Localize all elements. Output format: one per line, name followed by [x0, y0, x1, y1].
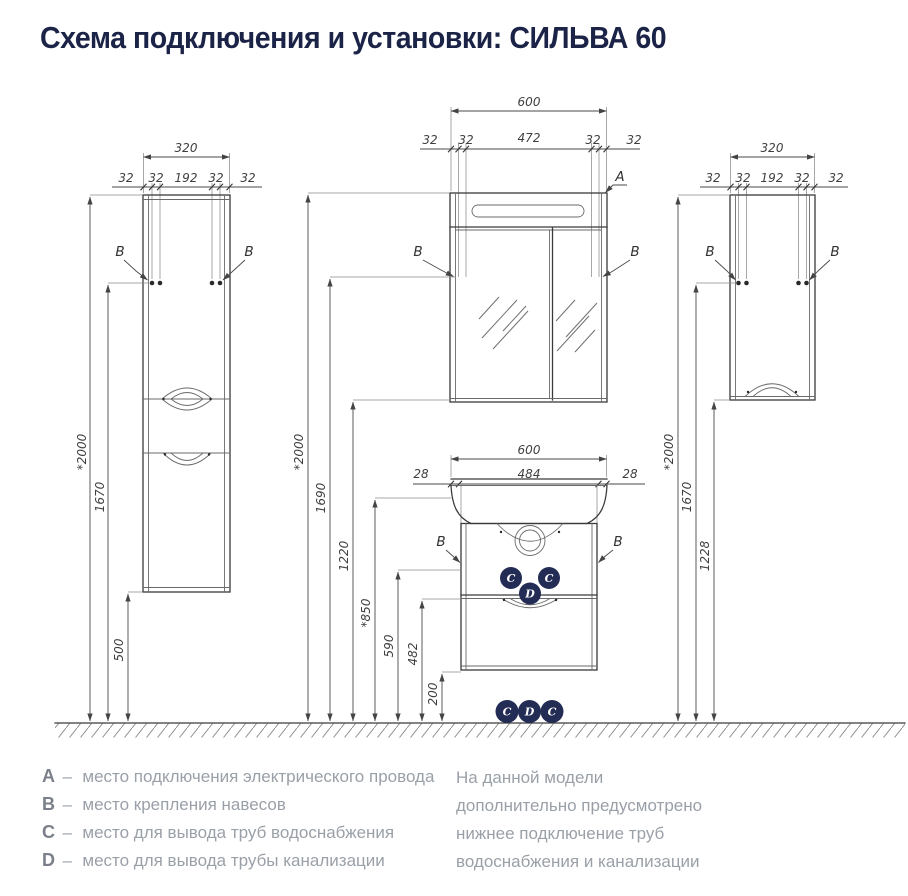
note-line-3: нижнее подключение труб — [456, 824, 665, 843]
dim-right-seg-1: 32 — [735, 171, 750, 185]
dim-right-seg-3: 32 — [794, 171, 809, 185]
dim-left-seg-1: 32 — [148, 171, 163, 185]
callout-left-b1: B — [115, 244, 124, 260]
dim-left-h500: 500 — [112, 638, 126, 661]
dim-left-width-total: 320 — [175, 141, 198, 155]
svg-text:C: C — [503, 706, 512, 719]
floor-connection-badges: C D C — [495, 700, 564, 723]
callout-vanity-b1: B — [436, 534, 445, 550]
dim-center-2000: *2000 — [292, 433, 306, 470]
dim-vanity-width-total: 600 — [518, 443, 541, 457]
left-cabinet-view: 320 32 32 192 32 32 — [75, 141, 262, 722]
note-line-1: На данной модели — [456, 768, 604, 787]
callout-right-b2: B — [830, 244, 839, 260]
note-line-2: дополнительно предусмотрено — [456, 796, 703, 815]
dim-right-seg-2: 192 — [761, 171, 784, 185]
callout-mirror-b1: B — [413, 244, 422, 260]
callout-mirror-a: A — [614, 169, 624, 185]
dim-right-width-total: 320 — [761, 141, 784, 155]
badge-floor-drain: D — [518, 700, 541, 723]
bottom-connection-note: На данной модели дополнительно предусмот… — [456, 764, 702, 876]
dim-center-482: 482 — [406, 643, 420, 666]
dim-left-seg-0: 32 — [118, 171, 133, 185]
legend-key-c: C — [42, 822, 55, 842]
legend-key-d: D — [42, 850, 55, 870]
page-title: Схема подключения и установки: СИЛЬВА 60 — [40, 20, 667, 55]
dim-right-h1228: 1228 — [698, 540, 712, 571]
callout-left-b2: B — [244, 244, 253, 260]
dim-mirror-seg-0: 32 — [422, 133, 437, 147]
dim-vanity-seg-0: 28 — [413, 467, 429, 481]
legend-sep: – — [62, 823, 72, 842]
floor-line — [54, 722, 906, 738]
installation-diagram: 320 32 32 192 32 32 — [54, 95, 906, 738]
dim-left-h1670: 1670 — [93, 481, 107, 512]
svg-text:D: D — [524, 706, 535, 719]
legend-text-a: место подключения электрического провода — [82, 767, 435, 786]
svg-text:D: D — [524, 588, 535, 601]
dim-right-seg-4: 32 — [828, 171, 843, 185]
callout-right-b1: B — [705, 244, 714, 260]
dim-center-850: *850 — [359, 598, 373, 627]
dim-left-seg-3: 32 — [208, 171, 223, 185]
legend-text-d: место для вывода трубы канализации — [82, 851, 385, 870]
center-vertical-dimensions: *2000 1690 1220 *850 590 482 200 — [292, 192, 461, 722]
svg-text:C: C — [507, 572, 516, 585]
legend-text-b: место крепления навесов — [82, 795, 286, 814]
svg-text:C: C — [545, 572, 554, 585]
badge-water-right: C — [538, 567, 560, 589]
svg-text:C: C — [548, 706, 557, 719]
legend-text-c: место для вывода труб водоснабжения — [82, 823, 395, 842]
dim-mirror-width-total: 600 — [518, 95, 541, 109]
legend-sep: – — [62, 767, 72, 786]
dim-center-590: 590 — [382, 634, 396, 657]
legend-item-b: B – место крепления навесов — [42, 790, 434, 818]
legend-key-a: A — [42, 766, 55, 786]
legend-sep: – — [62, 795, 72, 814]
dim-vanity-seg-1: 484 — [518, 467, 541, 481]
legend-item-d: D – место для вывода трубы канализации — [42, 846, 434, 874]
callout-vanity-b2: B — [613, 534, 622, 550]
mirror-cabinet-view: 600 32 32 472 32 32 — [413, 95, 642, 403]
dim-mirror-seg-1: 32 — [458, 133, 473, 147]
badge-drain-center: D — [519, 582, 541, 605]
callout-mirror-b2: B — [630, 244, 639, 260]
dim-vanity-seg-2: 28 — [622, 467, 638, 481]
dim-right-h1670: 1670 — [680, 481, 694, 512]
badge-floor-water-left: C — [495, 700, 519, 723]
dim-center-1220: 1220 — [337, 540, 351, 571]
dim-left-h2000: *2000 — [75, 433, 89, 470]
dim-right-h2000: *2000 — [662, 433, 676, 470]
dim-mirror-seg-3: 32 — [585, 133, 600, 147]
dim-right-seg-0: 32 — [705, 171, 720, 185]
note-line-4: водоснабжения и канализации — [456, 852, 700, 871]
dim-mirror-seg-4: 32 — [626, 133, 641, 147]
dim-left-seg-4: 32 — [240, 171, 255, 185]
dim-mirror-seg-2: 472 — [518, 131, 541, 145]
right-cabinet-view: 320 32 32 192 32 32 — [662, 141, 848, 722]
vanity-unit-view: 600 28 484 28 — [413, 443, 645, 671]
legend: A – место подключения электрического про… — [42, 762, 434, 874]
dim-center-200: 200 — [426, 682, 440, 705]
legend-item-c: C – место для вывода труб водоснабжения — [42, 818, 434, 846]
badge-floor-water-right: C — [540, 700, 564, 723]
badge-water-left: C — [500, 567, 522, 589]
legend-sep: – — [62, 851, 72, 870]
dim-left-seg-2: 192 — [175, 171, 198, 185]
dim-center-1690: 1690 — [314, 482, 328, 513]
legend-key-b: B — [42, 794, 55, 814]
legend-item-a: A – место подключения электрического про… — [42, 762, 434, 790]
